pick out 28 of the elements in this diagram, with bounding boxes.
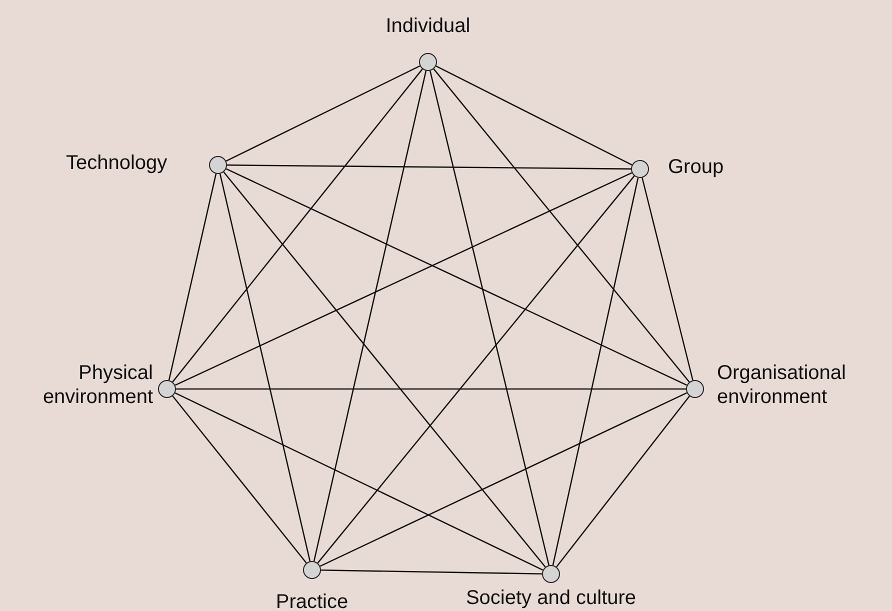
node-label: Individual [384, 14, 472, 38]
connector-line [642, 178, 694, 380]
connector-line [556, 396, 690, 568]
connector-line [226, 168, 688, 386]
connector-line [227, 164, 631, 170]
node-label: Technology [66, 151, 168, 175]
connector-line [219, 174, 311, 562]
connector-line [320, 570, 542, 574]
connector-line [172, 396, 307, 564]
node-label: Society and culture [464, 586, 638, 610]
connector-line [433, 68, 690, 382]
connector-line [176, 388, 686, 390]
node-label: Group [668, 155, 724, 179]
connector-line [223, 172, 546, 568]
connector-line [226, 65, 420, 162]
connector-line [320, 392, 688, 567]
node-label: Physical environment [42, 361, 153, 409]
connector-line [172, 68, 423, 382]
node-label: Organisational environment [717, 361, 847, 409]
connector-line [174, 172, 632, 386]
connector-line [436, 65, 632, 166]
connector-line [317, 176, 635, 564]
connector-line [313, 70, 427, 562]
connector-line [174, 392, 544, 571]
connector-line [429, 70, 550, 566]
node-label: Practice [274, 590, 350, 611]
connector-line [168, 174, 217, 380]
connector-line [552, 178, 639, 566]
